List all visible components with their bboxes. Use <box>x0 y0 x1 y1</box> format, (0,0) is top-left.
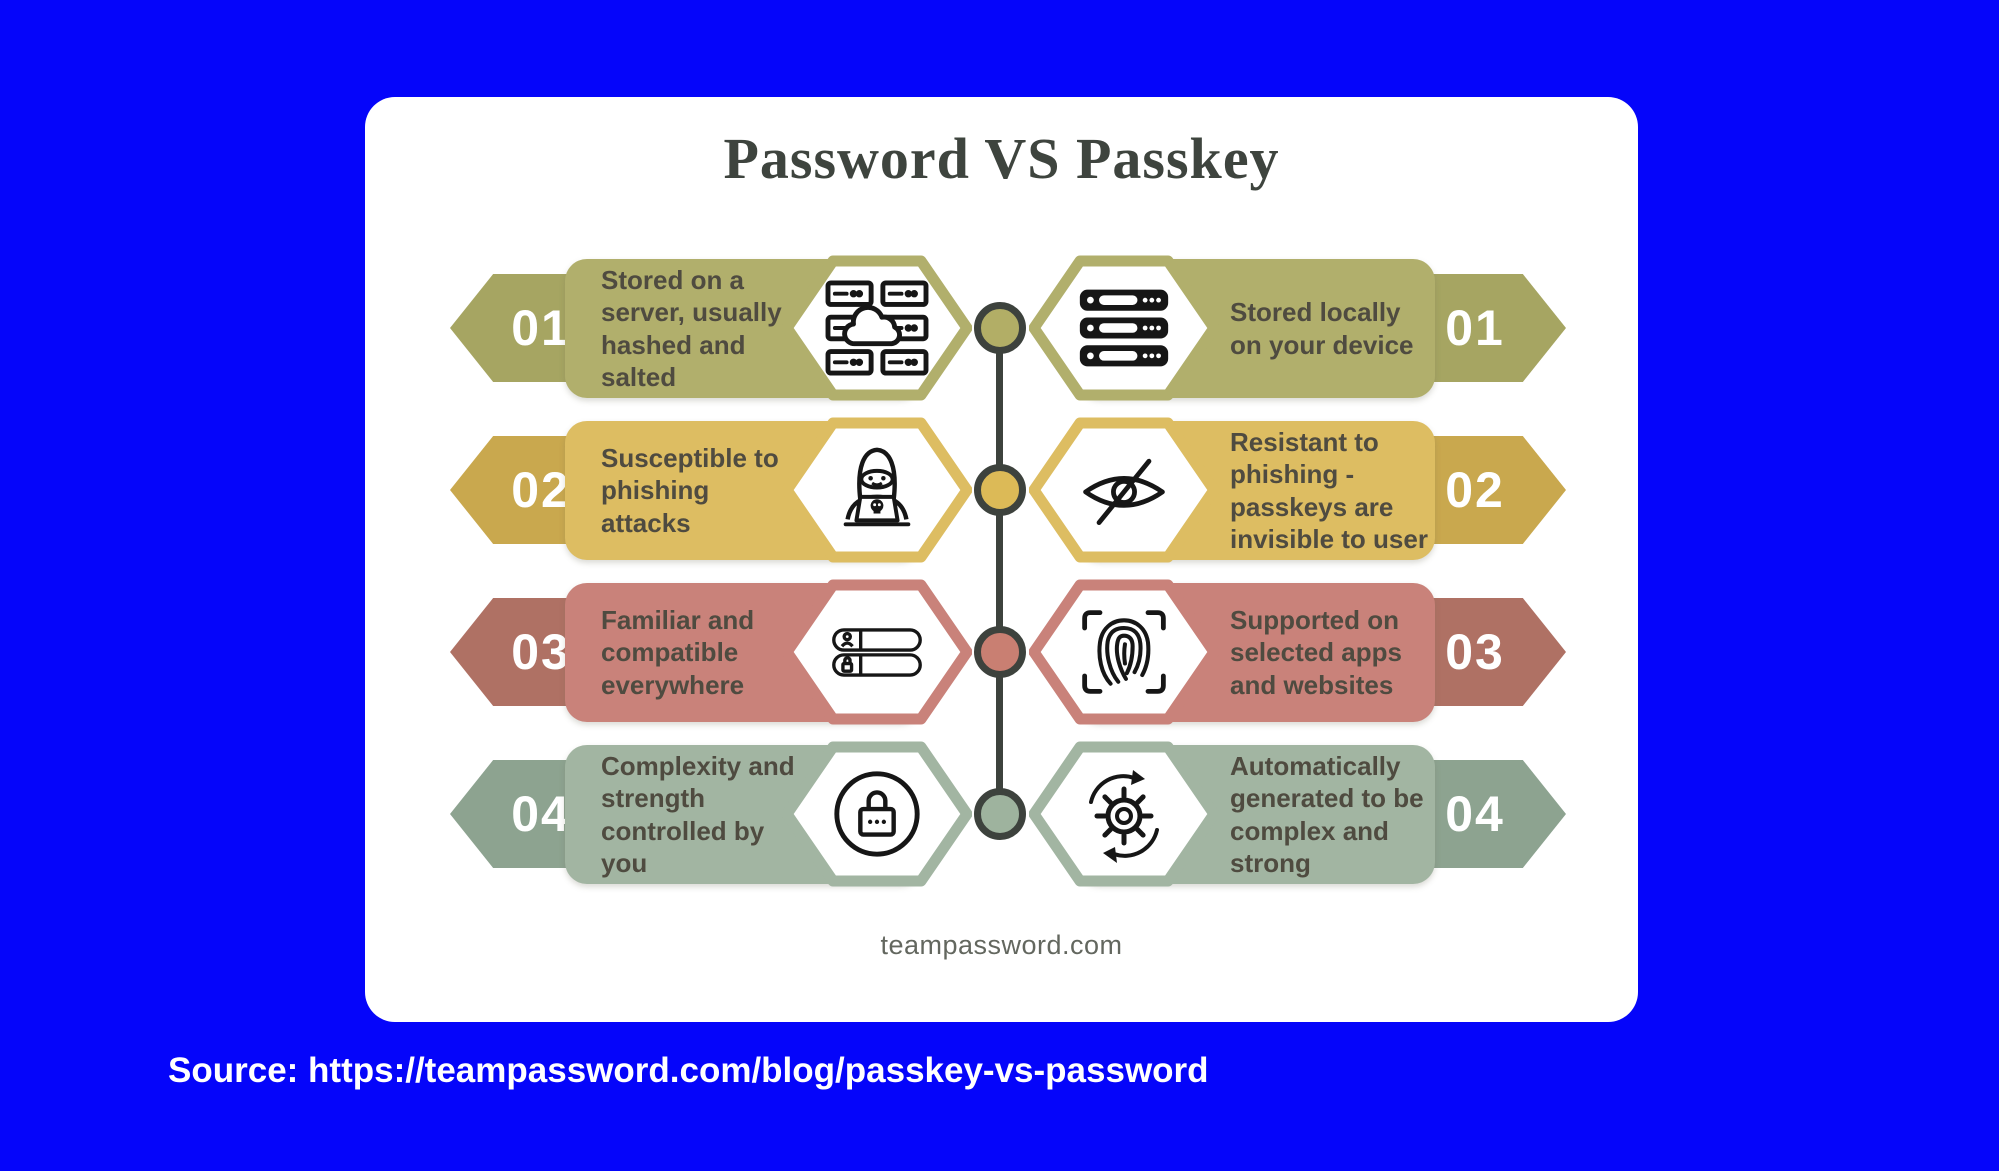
timeline-node <box>974 464 1026 516</box>
server-cloud-icon <box>825 280 929 376</box>
step-number: 02 <box>1445 462 1505 518</box>
step-number: 01 <box>511 300 571 356</box>
hexagon-badge <box>1028 254 1220 402</box>
server-stack-icon <box>1079 289 1169 367</box>
step-number: 03 <box>1445 624 1505 680</box>
hexagon-badge <box>781 254 973 402</box>
hexagon-badge <box>781 578 973 726</box>
comparison-row: 01 Stored on a server, usually hashed an… <box>365 255 1638 401</box>
step-number: 04 <box>511 786 571 842</box>
hexagon-badge <box>781 740 973 888</box>
hacker-icon <box>843 447 911 527</box>
website-credit: teampassword.com <box>880 930 1123 960</box>
password-point-text: Susceptible to phishing attacks <box>601 442 779 538</box>
timeline-node <box>974 626 1026 678</box>
passkey-point-text: Resistant to phishing - passkeys are inv… <box>1230 426 1428 555</box>
fingerprint-icon <box>1082 610 1166 694</box>
auto-generate-gear-icon <box>1089 770 1159 863</box>
passkey-point-text: Stored locally on your device <box>1230 297 1414 360</box>
step-number: 02 <box>511 462 571 518</box>
comparison-row: 03 Familiar and compatible everywhere <box>365 579 1638 725</box>
hexagon-shape <box>781 741 973 887</box>
page-title: Password VS Passkey <box>723 126 1280 191</box>
timeline-line <box>996 328 1003 815</box>
infographic-card: Password VS Passkey 01 Stored on a serve… <box>365 97 1638 1022</box>
password-lock-icon <box>834 771 920 857</box>
hexagon-badge <box>1028 578 1220 726</box>
password-point-text: Stored on a server, usually hashed and s… <box>601 264 782 393</box>
password-point-text: Familiar and compatible everywhere <box>601 604 755 700</box>
hexagon-shape <box>1028 741 1220 887</box>
hexagon-badge <box>1028 740 1220 888</box>
comparison-row: 04 Complexity and strength controlled by… <box>365 741 1638 887</box>
login-fields-icon <box>832 628 922 677</box>
hexagon-badge <box>781 416 973 564</box>
eye-off-icon <box>1083 458 1165 526</box>
timeline-node <box>974 788 1026 840</box>
step-number: 01 <box>1445 300 1505 356</box>
passkey-point-text: Automatically generated to be complex an… <box>1230 750 1424 879</box>
passkey-point-text: Supported on selected apps and websites <box>1230 604 1402 700</box>
timeline-node <box>974 302 1026 354</box>
password-point-text: Complexity and strength controlled by yo… <box>601 750 795 879</box>
source-attribution: Source: https://teampassword.com/blog/pa… <box>168 1051 1209 1090</box>
step-number: 03 <box>511 624 571 680</box>
hexagon-shape <box>781 579 973 725</box>
hexagon-badge <box>1028 416 1220 564</box>
step-number: 04 <box>1445 786 1505 842</box>
comparison-row: 02 Susceptible to phishing attacks <box>365 417 1638 563</box>
hexagon-shape <box>781 417 973 563</box>
